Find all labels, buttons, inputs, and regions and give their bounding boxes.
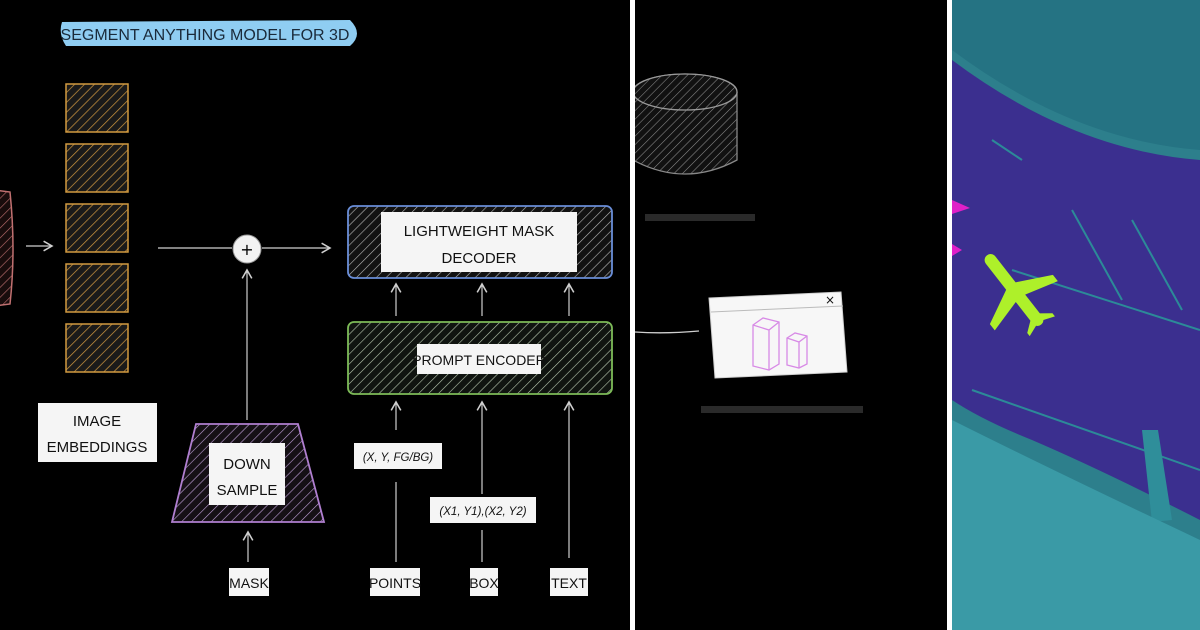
mask-decoder-line2: DECODER xyxy=(441,250,516,267)
airplane-segment xyxy=(984,254,1058,337)
magenta-segment xyxy=(952,244,962,256)
segmented-ground-region xyxy=(952,420,1200,630)
point-format-box xyxy=(354,443,442,469)
input-image-partial xyxy=(0,189,14,307)
sum-node: + xyxy=(232,234,262,264)
down-sample-block: DOWN SAMPLE xyxy=(170,423,326,523)
aerial-segmentation-image xyxy=(952,0,1200,630)
close-icon: × xyxy=(825,293,835,307)
plus-symbol: + xyxy=(240,240,253,259)
mask-input-label: MASK xyxy=(229,575,269,591)
down-sample-line1: DOWN xyxy=(223,456,271,473)
image-embeddings-stack xyxy=(65,83,129,373)
output-connector-line xyxy=(635,330,700,334)
segmented-field-region xyxy=(952,0,1200,150)
text-label-box xyxy=(550,568,588,596)
output-sketch: × xyxy=(635,73,863,413)
image-embeddings-line2: EMBEDDINGS xyxy=(47,439,148,456)
text-input-label: TEXT xyxy=(551,575,587,591)
box-input-label: BOX xyxy=(469,575,499,591)
down-sample-line2: SAMPLE xyxy=(217,482,278,499)
mask-decoder-block: LIGHTWEIGHT MASK DECODER xyxy=(347,205,613,279)
image-embeddings-label: IMAGE EMBEDDINGS xyxy=(38,403,157,462)
embedding-block xyxy=(65,323,129,373)
title-pill: SEGMENT ANYTHING MODEL FOR 3D xyxy=(61,20,358,46)
image-embeddings-line1: IMAGE xyxy=(73,413,121,430)
embedding-block xyxy=(65,203,129,253)
point-format-label: (X, Y, FG/BG) xyxy=(363,452,433,464)
embedding-block xyxy=(65,83,129,133)
mask-decoder-line1: LIGHTWEIGHT MASK xyxy=(404,223,555,240)
sam-diagram: SEGMENT ANYTHING MODEL FOR 3D IMAGE EMBE… xyxy=(0,20,613,596)
faint-caption-marks xyxy=(645,214,863,413)
jet-bridge xyxy=(1142,430,1172,522)
sam-diagram-panel: SEGMENT ANYTHING MODEL FOR 3D IMAGE EMBE… xyxy=(0,0,630,630)
prompt-encoder-label: PROMPT ENCODER xyxy=(412,352,546,368)
output-3d-window: × xyxy=(708,291,848,379)
embedding-block xyxy=(65,263,129,313)
output-panel: × xyxy=(635,0,947,630)
box-format-label: (X1, Y1),(X2, Y2) xyxy=(439,506,526,518)
aerial-segmentation-panel xyxy=(952,0,1200,630)
points-label-box xyxy=(370,568,420,596)
point-cloud-cylinder xyxy=(635,73,738,175)
mask-label-box xyxy=(229,568,269,596)
embedding-block xyxy=(65,143,129,193)
box-label-box xyxy=(470,568,498,596)
magenta-segment xyxy=(952,200,970,214)
diagram-title: SEGMENT ANYTHING MODEL FOR 3D xyxy=(61,27,350,44)
3d-box-shapes xyxy=(752,317,808,371)
points-input-label: POINTS xyxy=(369,575,421,591)
box-format-box xyxy=(430,497,536,523)
prompt-encoder-block: PROMPT ENCODER xyxy=(347,321,613,395)
